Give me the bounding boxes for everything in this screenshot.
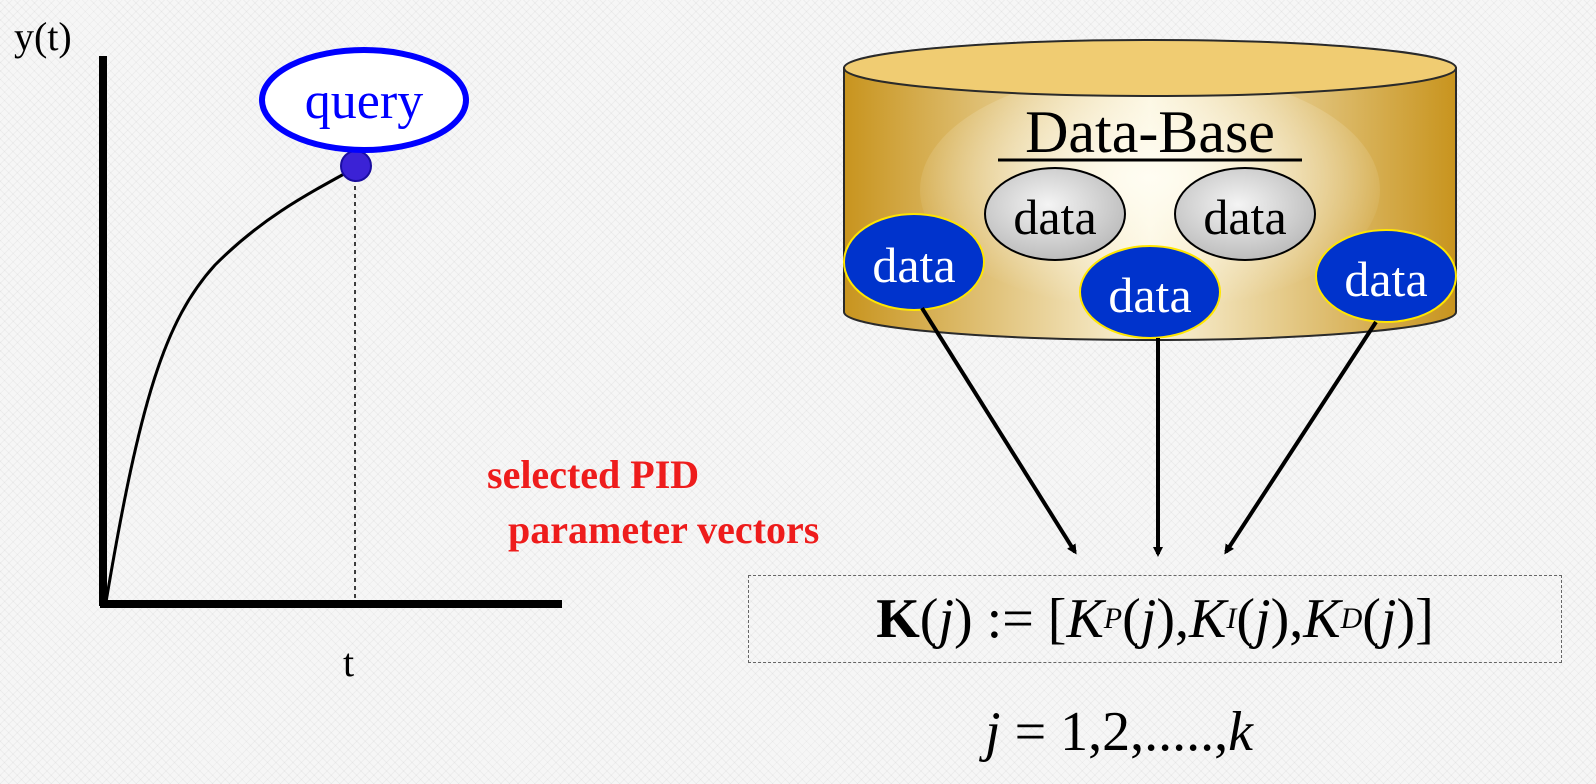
index-range-formula: j = 1,2,.....,k <box>985 700 1285 764</box>
data-item-gray-2 <box>1174 167 1316 261</box>
formula-I-sub: I <box>1226 602 1237 635</box>
data-item-blue-3 <box>1315 229 1457 323</box>
data-item-blue-2 <box>1079 245 1221 339</box>
annotation-line-1: selected PID <box>487 452 700 497</box>
formula-assign: ) := [ <box>954 588 1067 650</box>
data-item-label: data <box>1108 267 1191 323</box>
formula-KI: K <box>1189 588 1227 650</box>
index-range: = 1,2,....., <box>1000 701 1229 763</box>
query-point <box>340 150 372 182</box>
arrow-data-3 <box>1224 320 1378 555</box>
formula-j: j <box>1255 588 1271 650</box>
y-axis-label: y(t) <box>14 14 72 59</box>
data-item-label: data <box>1344 251 1427 307</box>
formula-sep: ), <box>1156 588 1189 650</box>
formula-close: )] <box>1396 588 1434 650</box>
formula-paren: ( <box>919 588 939 650</box>
data-item-label: data <box>1013 189 1096 245</box>
arrow-data-1 <box>920 306 1077 555</box>
x-axis-label: t <box>343 640 354 685</box>
formula-P-sub: P <box>1103 602 1123 635</box>
formula-KP: K <box>1066 588 1104 650</box>
formula-KD: K <box>1303 588 1341 650</box>
formula-paren: ( <box>1122 588 1141 650</box>
data-item-label: data <box>872 237 955 293</box>
annotation-line-2: parameter vectors <box>508 507 820 552</box>
database-title: Data-Base <box>1025 99 1275 165</box>
query-label: query <box>305 73 423 130</box>
index-end: k <box>1228 701 1254 763</box>
index-var: j <box>985 701 1001 763</box>
formula-j: j <box>1140 588 1157 650</box>
data-item-blue-1 <box>843 213 985 311</box>
formula-paren: ( <box>1236 588 1256 650</box>
query-bubble <box>259 47 469 153</box>
data-item-label: data <box>1203 189 1286 245</box>
data-item-gray-1 <box>984 167 1126 261</box>
formula-paren: ( <box>1362 588 1381 650</box>
formula-j: j <box>1380 588 1397 650</box>
formula-D-sub: D <box>1340 602 1363 635</box>
formula-sep: ), <box>1270 588 1304 650</box>
formula-j: j <box>938 588 954 650</box>
response-curve <box>104 166 356 603</box>
formula-K-bold: K <box>876 588 920 650</box>
